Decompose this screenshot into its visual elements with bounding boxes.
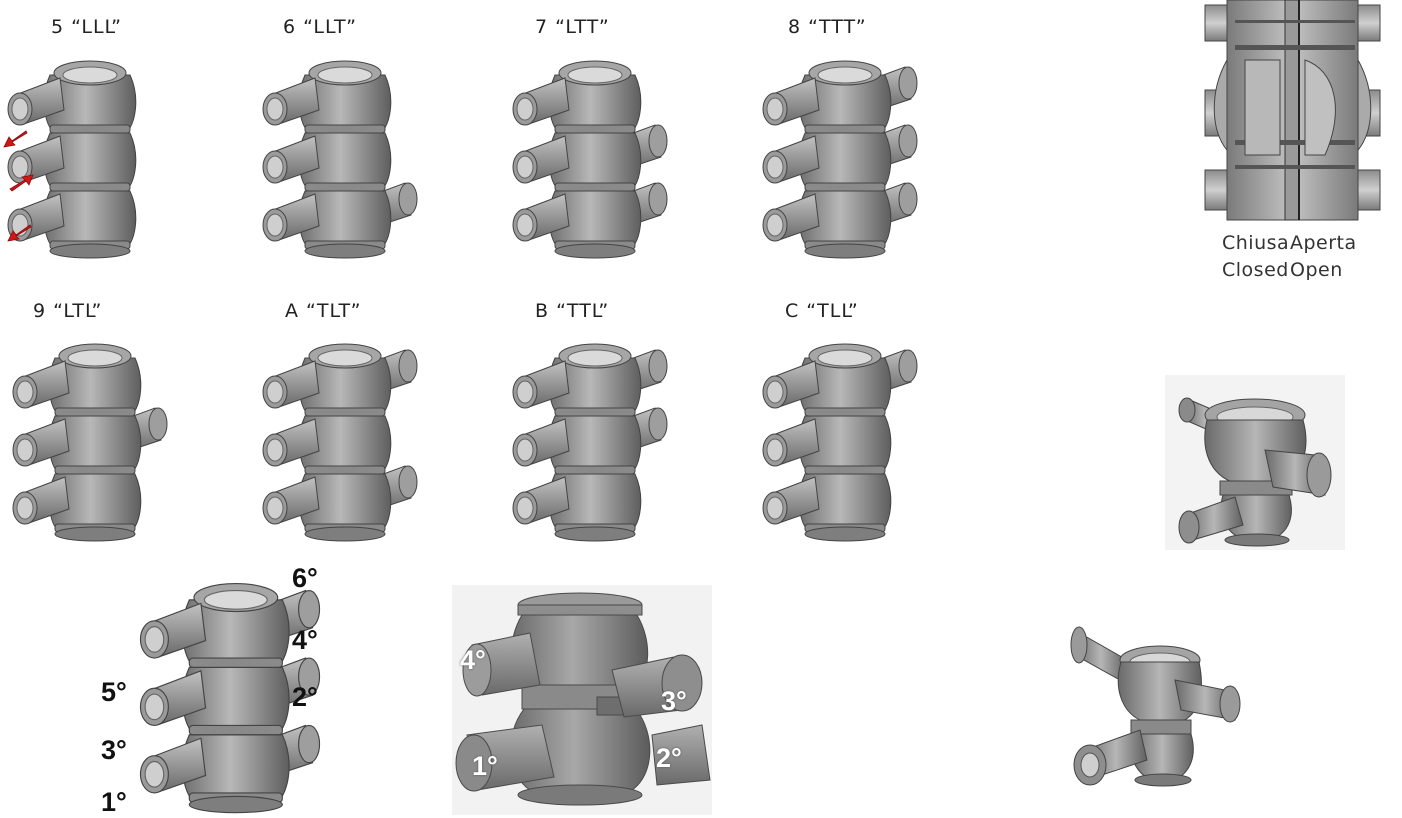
valve-body-drawing (262, 343, 418, 542)
valve-body-drawing (512, 60, 668, 259)
config-label: 9 “LTL” (33, 300, 103, 322)
valve-section-view (1204, 0, 1381, 221)
valve-stack-large (139, 583, 321, 814)
port-label: 4° (460, 645, 486, 675)
port-label: 1° (101, 787, 127, 817)
port-label: 1° (472, 751, 498, 781)
port-label: 3° (101, 735, 127, 765)
config-label: A “TLT” (285, 300, 362, 322)
section-label-open: Aperta Open (1290, 230, 1357, 284)
port-label: 6° (292, 563, 318, 593)
valve-3d-view-lower (1070, 626, 1241, 787)
valve-body-drawing (762, 343, 918, 542)
valve-body-drawing (762, 60, 918, 259)
valve-body-drawing (12, 343, 168, 542)
valve-body-drawing (262, 60, 418, 259)
valve-3d-view-upper (1165, 375, 1345, 550)
config-label: 5 “LLL” (51, 16, 122, 38)
label-en: Closed (1222, 259, 1289, 281)
label-en: Open (1290, 259, 1343, 281)
flow-arrows (3, 130, 34, 242)
port-label: 2° (656, 743, 682, 773)
section-label-closed: Chiusa Closed (1222, 230, 1289, 284)
port-label: 3° (661, 686, 687, 716)
valve-body-drawing (512, 343, 668, 542)
config-label: C “TLL” (785, 300, 859, 322)
valve-body-drawing (7, 60, 137, 259)
port-label: 4° (292, 625, 318, 655)
port-label: 5° (101, 677, 127, 707)
config-label: 6 “LLT” (283, 16, 357, 38)
config-label: B “TTL” (535, 300, 610, 322)
label-it: Chiusa (1222, 232, 1290, 254)
valve-cutaway (452, 585, 712, 815)
config-label: 7 “LTT” (535, 16, 610, 38)
label-it: Aperta (1290, 232, 1357, 254)
config-label: 8 “TTT” (788, 16, 867, 38)
port-label: 2° (292, 682, 318, 712)
